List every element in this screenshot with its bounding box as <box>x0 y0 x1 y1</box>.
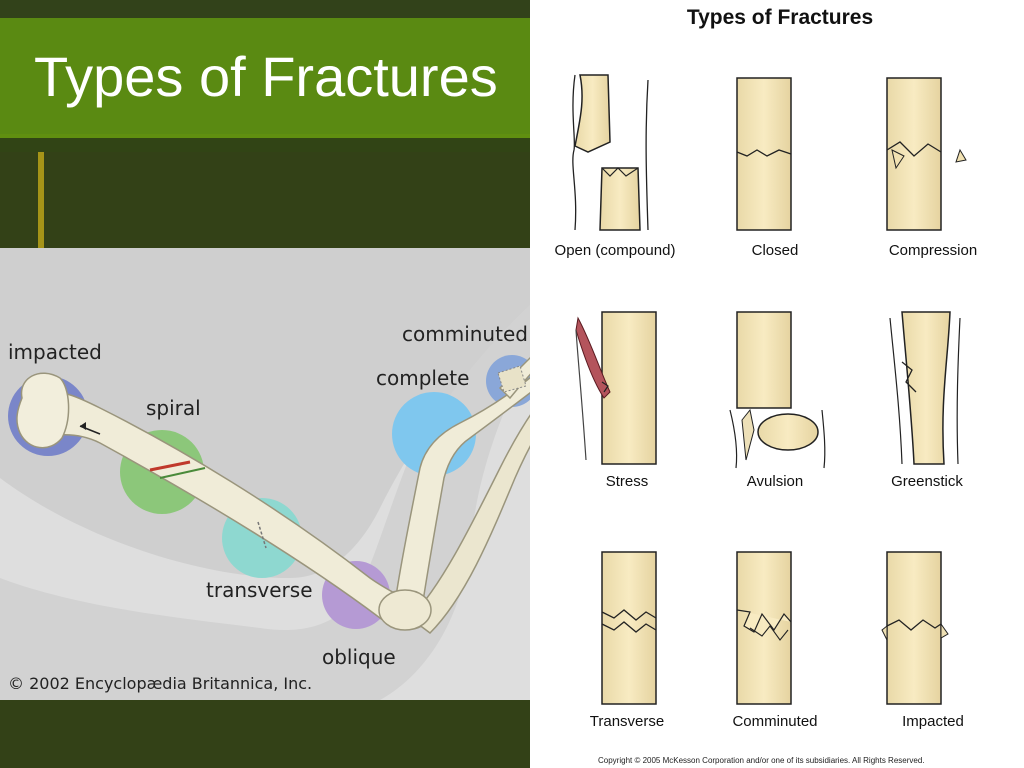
label-greenstick: Greenstick <box>891 473 963 490</box>
panel-impacted <box>881 551 949 705</box>
slide-title: Types of Fractures <box>34 45 498 108</box>
label-impacted: impacted <box>8 340 102 364</box>
panel-closed <box>736 77 792 231</box>
label-compression: Compression <box>888 242 978 259</box>
britannica-copyright: © 2002 Encyclopædia Britannica, Inc. <box>8 674 313 693</box>
mckesson-copyright: Copyright © 2005 McKesson Corporation an… <box>598 756 925 765</box>
arm-fracture-drawing <box>0 248 560 700</box>
fracture-types-chart: Types of Fractures <box>530 0 1024 768</box>
accent-bar <box>38 152 44 248</box>
panel-stress <box>575 311 657 465</box>
panel-open-compound <box>572 74 649 231</box>
label-comminuted: comminuted <box>402 322 528 346</box>
chart-title: Types of Fractures <box>686 6 874 29</box>
title-band-underline <box>0 134 530 138</box>
ulna-bone <box>408 376 560 634</box>
label-stress: Stress <box>605 473 649 490</box>
panel-transverse <box>601 551 657 705</box>
elbow-joint <box>378 589 432 631</box>
transverse-fracture-line <box>257 521 267 549</box>
label-spiral: spiral <box>146 396 201 420</box>
humerus-head <box>16 372 70 449</box>
spiral-fracture-line <box>149 460 191 472</box>
label-transverse: transverse <box>206 578 313 602</box>
title-band <box>0 18 530 134</box>
panel-avulsion <box>729 311 826 469</box>
top-strip <box>0 0 530 18</box>
label-closed: Closed <box>751 242 799 259</box>
label-comminuted-panel: Comminuted <box>732 713 818 730</box>
complete-circle <box>392 392 476 476</box>
fracture-panels <box>572 74 967 705</box>
label-complete: complete <box>376 366 470 390</box>
comminuted-fragments <box>497 365 527 393</box>
label-impacted-panel: Impacted <box>902 713 964 730</box>
panel-comminuted <box>736 551 792 705</box>
arm-fracture-illustration: impacted spiral comminuted complete tran… <box>0 248 560 700</box>
label-open-compound: Open (compound) <box>554 242 676 259</box>
spiral-fracture-line-2 <box>159 467 206 479</box>
label-avulsion: Avulsion <box>746 473 804 490</box>
panel-compression <box>886 77 967 231</box>
label-transverse-panel: Transverse <box>589 713 665 730</box>
title-band-shadow <box>0 134 530 152</box>
label-oblique: oblique <box>322 645 396 669</box>
panel-greenstick <box>889 311 961 465</box>
